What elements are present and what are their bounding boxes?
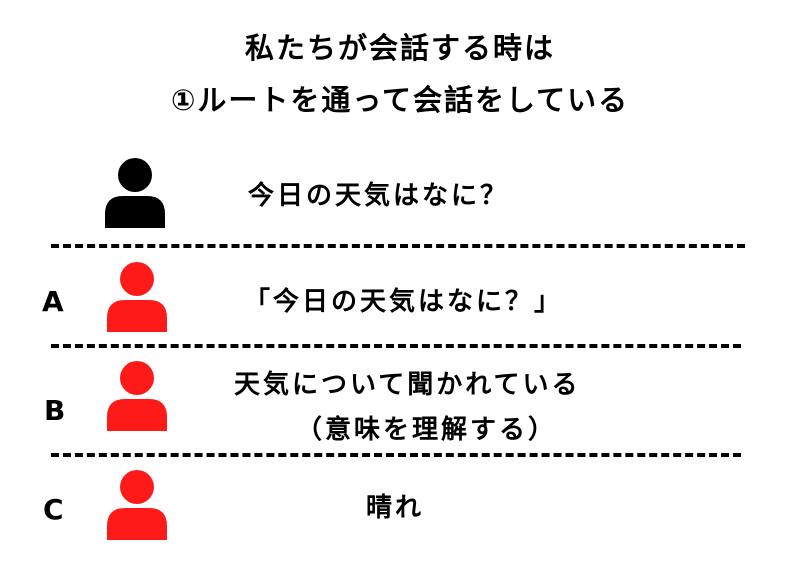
row-letter-c: C [43,493,64,526]
title-line-1: 私たちが会話する時は [244,31,555,65]
row-c-text: 晴れ [366,493,425,523]
person-icon-a [99,262,175,332]
row-b-text-line-1: 天気について聞かれている [234,370,581,400]
row-letter-b: B [44,394,66,427]
row-letter-a: A [42,285,64,318]
divider [51,453,741,457]
speaker-person-icon [97,158,173,228]
title-line-2: ①ルートを通って会話をしている [170,83,630,117]
divider [51,344,741,348]
speaker-question: 今日の天気はなに？ [248,181,510,211]
person-icon-b [99,361,175,431]
person-icon-c [99,470,175,540]
divider [51,244,745,248]
row-b-text-line-2: （意味を理解する） [296,415,558,445]
row-a-text: 「今日の天気はなに？」 [244,287,564,317]
